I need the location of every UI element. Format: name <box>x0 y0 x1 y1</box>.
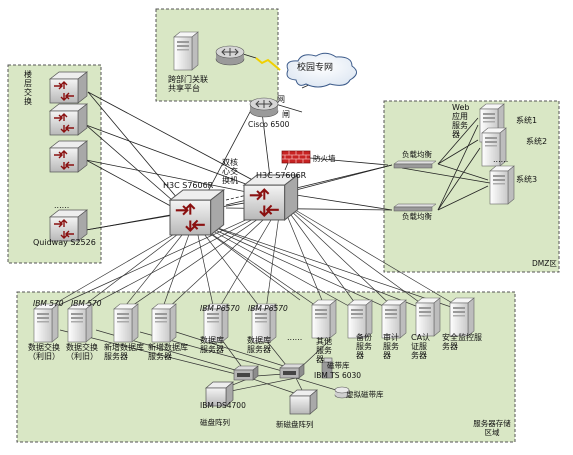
ibm-ts6030-label: IBM TS 6030 <box>314 371 362 380</box>
platform-server <box>173 31 199 71</box>
dual-core-label: 双核心交换机 <box>222 158 238 185</box>
core-switch-b <box>242 173 299 221</box>
dmz-ellipsis: ...... <box>493 155 509 164</box>
floor-switch-quidway <box>49 209 88 242</box>
dmz-zone <box>383 100 560 273</box>
gateway-label-2: 闸 <box>282 110 290 119</box>
quidway-label: Quidway S2526 <box>33 238 96 247</box>
ibm-ds4700-label: IBM DS4700 <box>200 401 246 410</box>
server-storage-zone-label: 服务器存储区域 <box>473 419 511 437</box>
cisco-label: Cisco 6500 <box>248 120 290 129</box>
platform-label: 跨部门关联共享平台 <box>168 75 208 93</box>
core-switch-a <box>168 188 225 236</box>
tape-library-label: 磁带库 <box>327 361 350 370</box>
new-disk-array <box>289 389 318 415</box>
data-exchange-2-label: 数据交换（利旧） <box>66 343 98 361</box>
server-ca <box>415 297 441 337</box>
db-2-label: 数据库服务器 <box>247 336 271 354</box>
virtual-tape-library <box>334 386 350 399</box>
new-db-2-label: 新增数据库服务器 <box>148 343 188 361</box>
security-server-label: 安全监控服务器 <box>442 333 482 351</box>
storage-switch-2 <box>279 363 305 379</box>
server-new-db-1 <box>113 303 139 343</box>
cisco-router <box>249 97 279 118</box>
ibm-p6570-label-a: IBM P6570 <box>200 304 240 313</box>
system-1-label: 系统1 <box>516 116 538 125</box>
disk-array-label: 磁盘阵列 <box>200 418 230 427</box>
web-server-label: Web应用服务器 <box>452 103 470 139</box>
server-ellipsis: ...... <box>287 333 303 342</box>
floor-switch-group-label: 楼层交换 <box>24 70 32 106</box>
firewall <box>281 150 311 164</box>
new-db-1-label: 新增数据库服务器 <box>104 343 144 361</box>
platform-router <box>215 45 245 66</box>
ibm-570-label-1: IBM 570 <box>33 299 64 308</box>
ibm-p6570-label-b: IBM P6570 <box>248 304 288 313</box>
other-server-label: 其他服务器 <box>316 337 332 364</box>
core-b-label: H3C S7606R <box>256 171 307 180</box>
campus-network-label: 校园专网 <box>297 63 334 73</box>
gateway-label-1: 网 <box>277 95 285 104</box>
server-security <box>449 297 475 337</box>
system-3-server <box>489 165 515 205</box>
dmz-label: DMZ区 <box>532 259 557 268</box>
data-exchange-1-label: 数据交换（利旧） <box>28 343 60 361</box>
campus-cloud <box>286 52 357 88</box>
floor-switch-3 <box>49 140 88 173</box>
backup-server-label: 备份服务器 <box>356 333 372 360</box>
floor-ellipsis: ...... <box>54 201 70 210</box>
tape-library <box>321 357 333 379</box>
server-new-db-2 <box>151 303 177 343</box>
system-3-label: 系统3 <box>516 175 538 184</box>
ca-server-label: CA认证服务器 <box>411 333 431 360</box>
load-balancer-2 <box>393 203 437 212</box>
audit-server-label: 审计服务器 <box>383 333 399 360</box>
load-balancer-1 <box>393 160 437 169</box>
core-a-label: H3C S7606R <box>163 181 214 190</box>
server-data-exchange-1 <box>33 303 59 343</box>
load-balancer-2-label: 负载均衡 <box>402 212 432 221</box>
server-data-exchange-2 <box>67 303 93 343</box>
new-disk-array-label: 新磁盘阵列 <box>276 420 314 429</box>
ibm-570-label-2: IBM 570 <box>71 299 102 308</box>
system-2-label: 系统2 <box>526 137 548 146</box>
firewall-label: 防火墙 <box>313 154 336 163</box>
db-1-label: 数据库服务器 <box>200 336 224 354</box>
floor-switch-1 <box>49 71 88 104</box>
load-balancer-1-label: 负载均衡 <box>402 150 432 159</box>
server-other <box>311 299 337 339</box>
floor-switch-2 <box>49 103 88 136</box>
storage-switch-1 <box>233 365 259 381</box>
virtual-tape-label: 虚拟磁带库 <box>346 390 384 399</box>
